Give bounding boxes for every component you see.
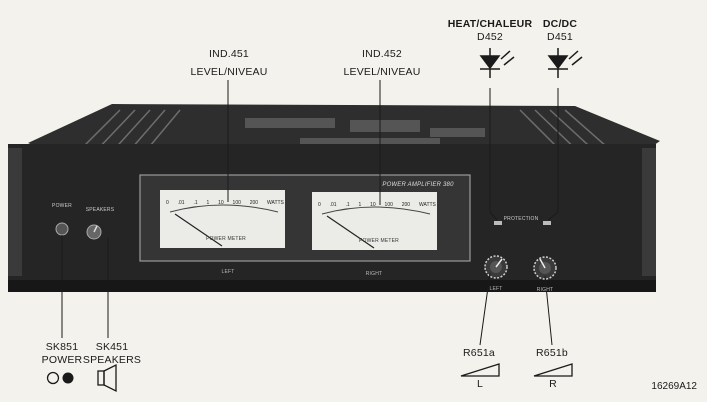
- speaker-symbol-icon: [97, 363, 117, 393]
- ind452-name: LEVEL/NIVEAU: [343, 66, 421, 78]
- scale-tick: .01: [177, 200, 185, 206]
- r651a-channel: L: [476, 378, 484, 390]
- sk851-ref: SK851: [45, 341, 79, 353]
- meter-right-scale: 0 .01 .1 1 10 100 200 WATTS: [318, 202, 436, 208]
- sk451-ref: SK451: [95, 341, 129, 353]
- callout-ind451: IND.451 LEVEL/NIVEAU: [190, 48, 267, 79]
- meter-right-caption: POWER METER: [359, 238, 399, 244]
- r651b-channel: R: [549, 378, 557, 390]
- callout-d452: HEAT/CHALEUR D452: [448, 18, 532, 44]
- d452-ref: D452: [477, 31, 503, 43]
- scale-tick: 1: [358, 202, 362, 208]
- scale-tick: 100: [232, 200, 241, 206]
- ind451-ref: IND.451: [209, 48, 249, 60]
- scale-tick: .1: [193, 200, 198, 206]
- knob-left-label: LEFT: [489, 286, 503, 292]
- meter-right-arc: [321, 206, 431, 215]
- r651b-ref: R651b: [536, 347, 568, 359]
- heat-led: [494, 221, 502, 225]
- volume-ramp-right-icon: [533, 363, 573, 377]
- knob-right-label: RIGHT: [536, 287, 554, 293]
- meter-right-face: [312, 192, 437, 250]
- meter-left-arc: [169, 204, 279, 213]
- meter-left-scale: 0 .01 .1 1 10 100 200 WATTS: [166, 200, 284, 206]
- protection-panel-label: PROTECTION: [503, 216, 539, 222]
- callout-ind452: IND.452 LEVEL/NIVEAU: [343, 48, 420, 79]
- sk451-name: SPEAKERS: [82, 354, 142, 366]
- scale-unit: WATTS: [266, 200, 284, 206]
- r651a-ref: R651a: [463, 347, 495, 359]
- callout-d451: DC/DC D451: [543, 18, 577, 44]
- power-on-symbol-icon: [62, 372, 74, 384]
- callout-sk451: SK451 SPEAKERS: [83, 341, 141, 367]
- meter-left-needle: [174, 213, 223, 247]
- dc-led: [543, 221, 551, 225]
- scale-tick: .1: [345, 202, 350, 208]
- level-knob-left[interactable]: [484, 255, 508, 279]
- scale-tick: 200: [401, 202, 411, 208]
- scale-tick: 10: [218, 200, 224, 206]
- power-off-symbol-icon: [46, 371, 60, 385]
- rack-ear-right: [642, 148, 656, 276]
- scale-tick: 100: [384, 202, 393, 208]
- scale-tick: 0: [318, 202, 321, 208]
- meter-left-face: [160, 190, 285, 248]
- scale-tick: 0: [166, 200, 169, 206]
- volume-ramp-left-icon: [460, 363, 500, 377]
- scale-tick: 200: [249, 200, 259, 206]
- meter-right-needle: [326, 215, 375, 249]
- callout-r651a: R651a: [463, 347, 495, 360]
- callout-sk851: SK851 POWER: [42, 341, 83, 367]
- level-knob-right[interactable]: [533, 256, 557, 280]
- meter-left-caption: POWER METER: [206, 236, 246, 242]
- scale-tick: 10: [370, 202, 376, 208]
- scale-tick: .01: [329, 202, 337, 208]
- sk851-name: POWER: [41, 354, 83, 366]
- rack-ear-left: [8, 148, 22, 276]
- right-channel-label: RIGHT: [365, 271, 383, 277]
- callout-r651b: R651b: [536, 347, 568, 360]
- led-symbol-heat-icon: [479, 48, 515, 78]
- brand-label: POWER AMPLIFIER 380: [382, 182, 454, 188]
- power-panel-label: POWER: [52, 203, 72, 209]
- d452-title: HEAT/CHALEUR: [447, 18, 533, 30]
- left-channel-label: LEFT: [221, 269, 235, 275]
- leader-lines: [61, 80, 559, 346]
- chassis-bottom: [8, 280, 656, 292]
- ind452-ref: IND.452: [362, 48, 402, 60]
- power-switch[interactable]: [55, 222, 69, 236]
- d451-ref: D451: [547, 31, 573, 43]
- speakers-selector-pointer: [93, 225, 98, 233]
- figure-id: 16269A12: [651, 381, 697, 392]
- scale-tick: 1: [206, 200, 210, 206]
- ind451-name: LEVEL/NIVEAU: [190, 66, 268, 78]
- d451-title: DC/DC: [542, 18, 578, 30]
- scale-unit: WATTS: [418, 202, 436, 208]
- led-symbol-dc-icon: [547, 48, 583, 78]
- speakers-panel-label: SPEAKERS: [85, 207, 115, 213]
